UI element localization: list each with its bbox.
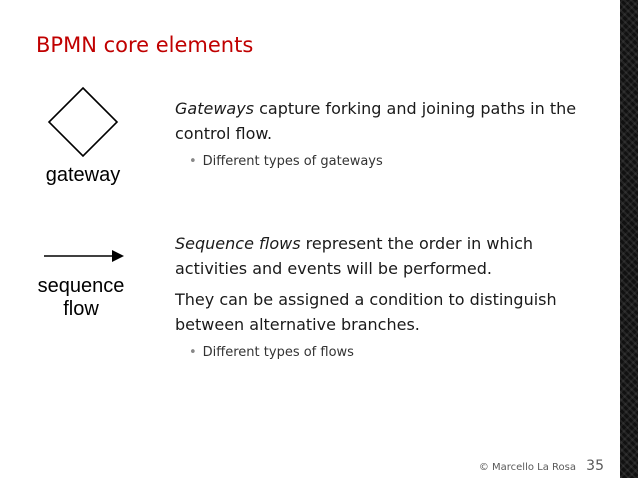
sequence-flow-label-line-2: flow xyxy=(63,298,99,320)
sequence-flow-definition: represent the order in which activities … xyxy=(175,234,533,278)
slide-title: BPMN core elements xyxy=(36,33,254,57)
page-number: 35 xyxy=(586,458,604,474)
gateway-description: Gateways capture forking and joining pat… xyxy=(175,96,605,172)
sequence-flow-condition-paragraph: They can be assigned a condition to dist… xyxy=(175,290,557,334)
sequence-flow-bullet-text: Different types of flows xyxy=(202,345,354,360)
footer-credit: © Marcello La Rosa xyxy=(478,462,576,473)
gateway-paragraph: Gateways capture forking and joining pat… xyxy=(175,96,605,146)
gateway-bullet: • Different types of gateways xyxy=(189,152,605,172)
bullet-dot: • xyxy=(189,345,197,360)
bpmn-symbols xyxy=(44,86,124,262)
sequence-flow-arrow-icon xyxy=(44,250,124,262)
sequence-flow-term: Sequence flows xyxy=(175,234,301,253)
gateway-term: Gateways xyxy=(175,99,255,118)
sequence-flow-paragraph: Sequence flows represent the order in wh… xyxy=(175,231,605,281)
gateway-shape-label: gateway xyxy=(45,164,121,186)
sequence-flow-description: Sequence flows represent the order in wh… xyxy=(175,231,605,363)
decorative-edge-strip xyxy=(620,0,638,478)
bullet-dot: • xyxy=(189,154,197,169)
gateway-bullet-text: Different types of gateways xyxy=(202,154,383,169)
sequence-flow-label-line-1: sequence xyxy=(37,275,125,297)
sequence-flow-bullet: • Different types of flows xyxy=(189,343,605,363)
sequence-flow-shape-label: sequence flow xyxy=(22,275,140,321)
gateway-diamond-icon xyxy=(47,86,119,158)
gateway-definition: capture forking and joining paths in the… xyxy=(175,99,577,143)
